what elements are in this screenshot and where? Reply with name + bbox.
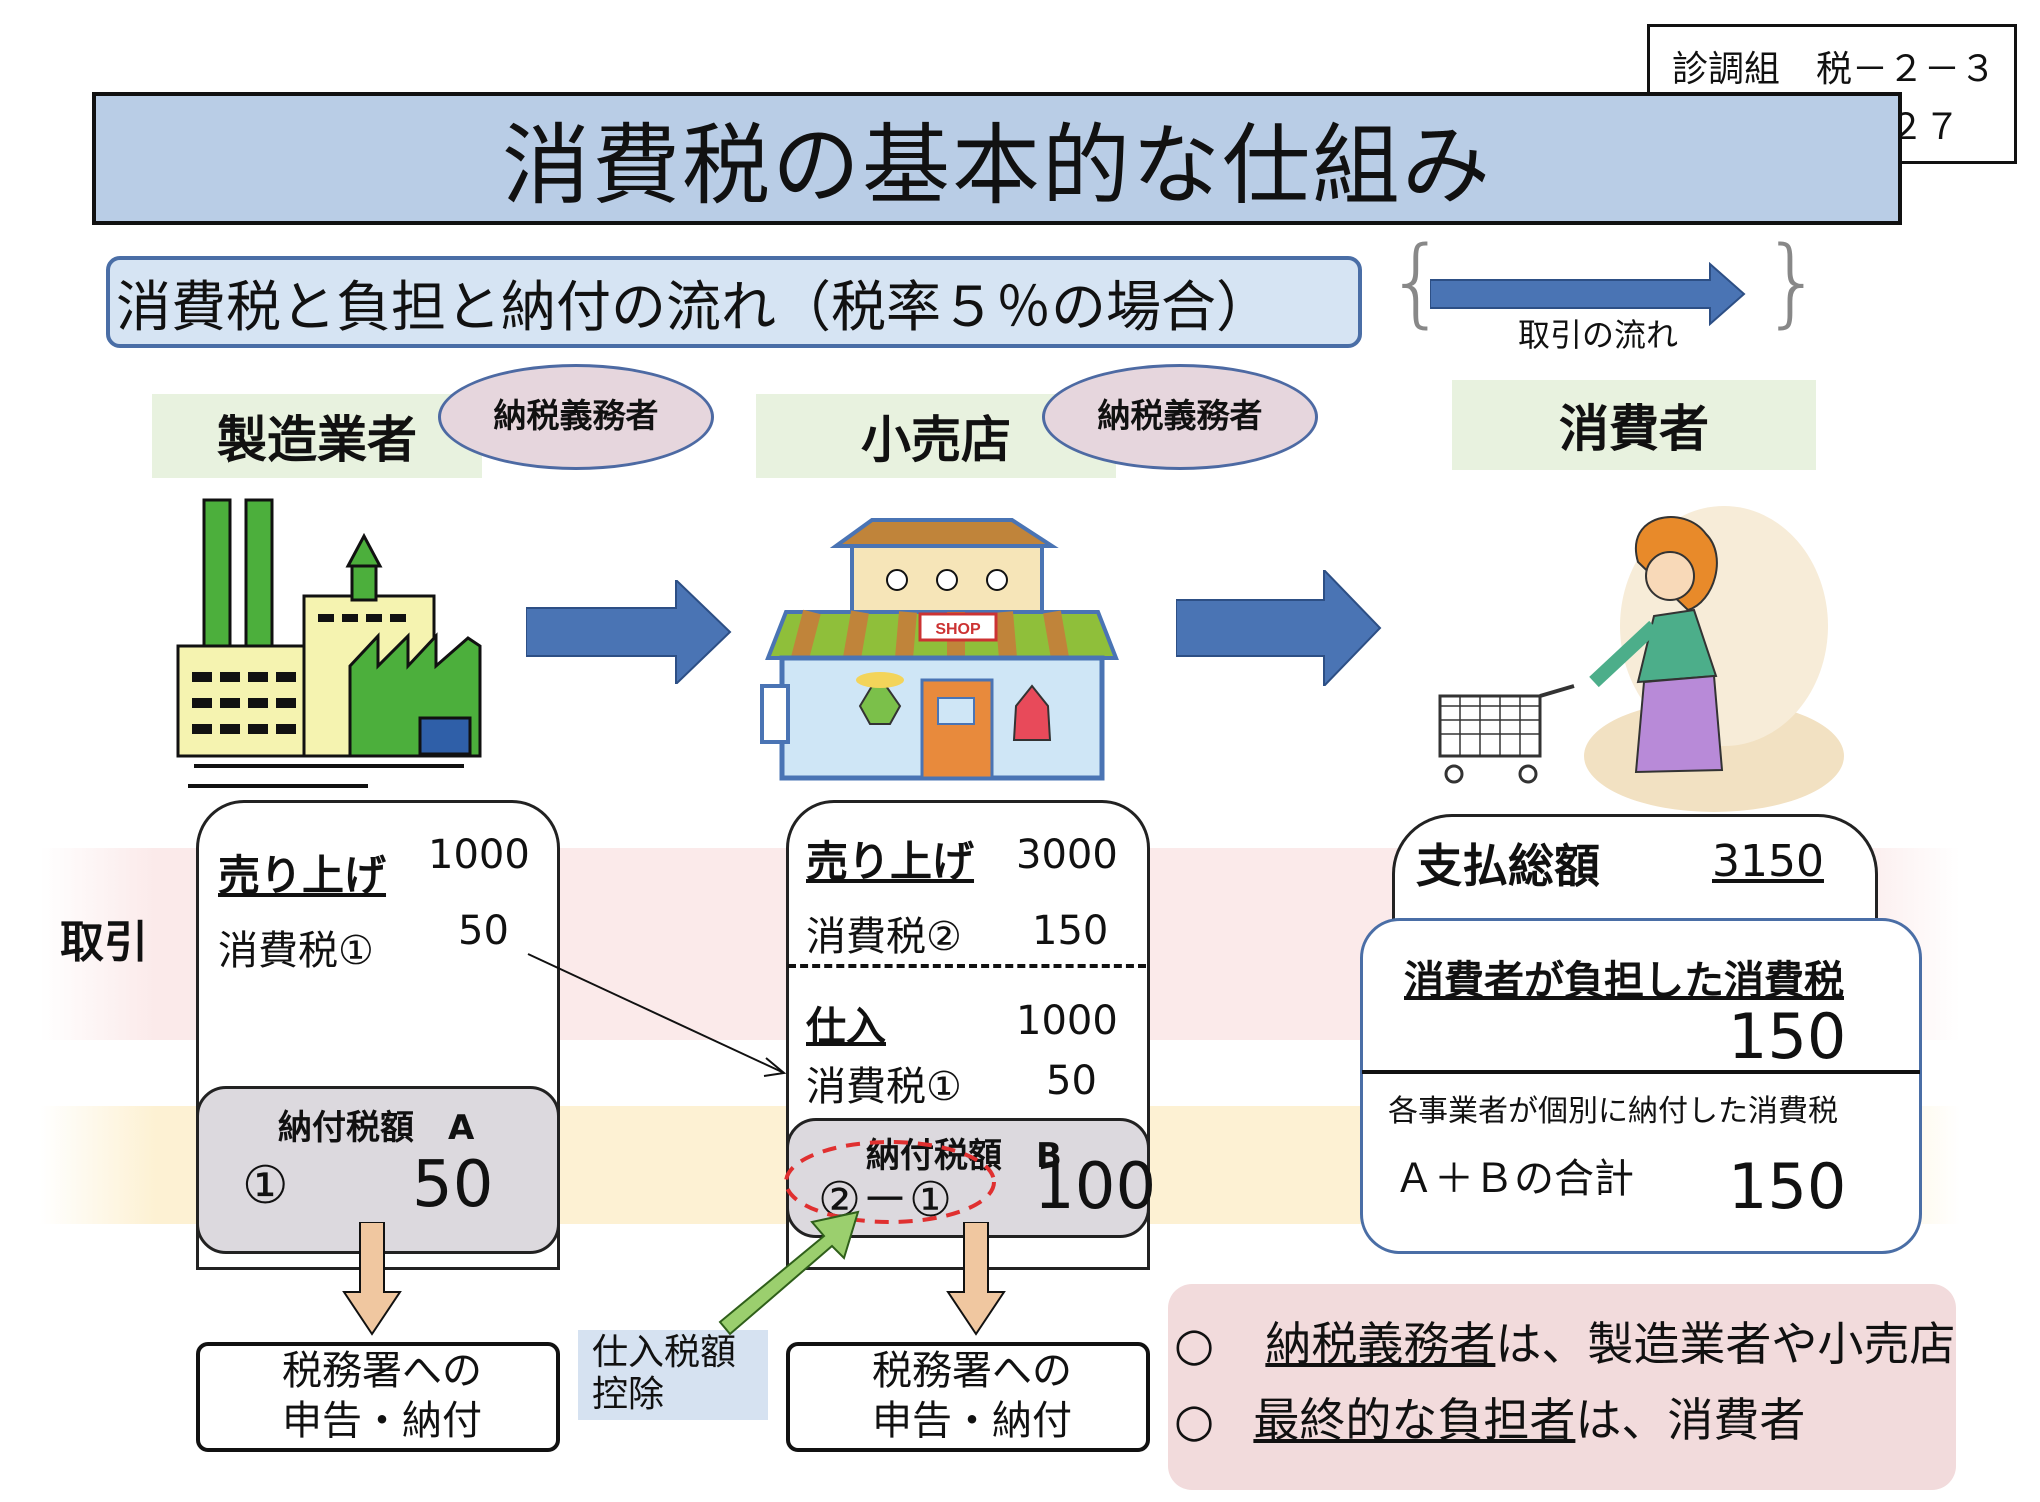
- legend-bracket-right: }: [1762, 226, 1824, 338]
- retailer-purchase-value: 1000: [1016, 998, 1118, 1044]
- highlight-dashed-ellipse: [784, 1140, 996, 1224]
- summary-line-burden: ○ 最終的な負担者は、消費者: [1174, 1384, 1805, 1450]
- summary-rest-taxpayer: は、製造業者や小売店: [1495, 1317, 1956, 1371]
- shop-icon: SHOP: [760, 518, 1119, 781]
- flow-arrow-icon: [526, 580, 732, 684]
- legend-label: 取引の流れ: [1518, 316, 1679, 354]
- consumer-total-value: 3150: [1712, 836, 1824, 887]
- manufacturer-payment-symbol: ①: [242, 1156, 289, 1216]
- input-tax-deduction-label: 仕入税額 控除: [578, 1330, 768, 1420]
- title-banner: [92, 92, 1902, 225]
- summary-term-burden: 最終的な負担者: [1253, 1393, 1576, 1447]
- retailer-divider: [788, 964, 1146, 968]
- retailer-payment-value: 100: [1034, 1150, 1157, 1224]
- manufacturer-payment-value: 50: [412, 1148, 494, 1222]
- document-id-line1: 診調組 税－２－３: [1672, 49, 1997, 90]
- deduction-line2: 控除: [592, 1374, 665, 1415]
- consumer-burden-value: 150: [1728, 1000, 1847, 1073]
- page-title: 消費税の基本的な仕組み: [501, 114, 1492, 217]
- tax-office-line1: 税務署への: [282, 1348, 482, 1394]
- manufacturer-taxpayer-tag: 納税義務者: [438, 364, 714, 470]
- retailer-sales-label: 売り上げ: [806, 837, 975, 886]
- tax-office-box: 税務署への 申告・納付: [786, 1342, 1150, 1452]
- subtitle-banner: 消費税と負担と納付の流れ（税率５％の場合）: [106, 256, 1362, 348]
- businesses-paid-label: 各事業者が個別に納付した消費税: [1388, 1094, 1838, 1129]
- down-arrow-icon: [946, 1222, 1006, 1336]
- manufacturer-payment-title: 納付税額 A: [278, 1108, 475, 1148]
- deduction-line1: 仕入税額: [592, 1332, 737, 1373]
- retailer-tax2-value: 150: [1032, 908, 1109, 954]
- summary-box: [1168, 1284, 1956, 1490]
- retailer-tax2-label: 消費税②: [806, 914, 962, 960]
- sum-ab-label: Ａ＋Ｂの合計: [1394, 1156, 1634, 1202]
- down-arrow-icon: [342, 1222, 402, 1336]
- retailer-taxpayer-tag: 納税義務者: [1042, 364, 1318, 470]
- manufacturer-sales-value: 1000: [428, 832, 530, 878]
- tax-office-line2: 申告・納付: [282, 1398, 482, 1444]
- retailer-tax1-value: 50: [1046, 1058, 1097, 1104]
- consumer-card-divider: [1362, 1070, 1920, 1074]
- consumer-burden-label: 消費者が負担した消費税: [1404, 958, 1844, 1004]
- legend-arrow-icon: [1430, 262, 1746, 326]
- tax-office-line2: 申告・納付: [872, 1398, 1072, 1444]
- consumer-label: 消費者: [1452, 380, 1816, 470]
- deduction-arrow-icon: [718, 1210, 860, 1336]
- manufacturer-tax-value: 50: [458, 908, 509, 954]
- bullet-icon: ○: [1174, 1317, 1215, 1371]
- tax-office-line1: 税務署への: [872, 1348, 1072, 1394]
- retailer-purchase-label: 仕入: [806, 1004, 886, 1050]
- consumer-tax-card: [1360, 918, 1922, 1254]
- bullet-icon: ○: [1174, 1393, 1215, 1447]
- summary-line-taxpayer: ○ 納税義務者は、製造業者や小売店: [1174, 1308, 1955, 1374]
- manufacturer-label: 製造業者: [152, 394, 482, 478]
- sum-ab-value: 150: [1728, 1150, 1847, 1223]
- manufacturer-sales-label: 売り上げ: [218, 851, 387, 900]
- summary-term-taxpayer: 納税義務者: [1265, 1317, 1496, 1371]
- summary-rest-burden: は、消費者: [1575, 1393, 1806, 1447]
- retailer-tax1-label: 消費税①: [806, 1064, 962, 1110]
- retailer-sales-value: 3000: [1016, 832, 1118, 878]
- transaction-row-label: 取引: [60, 917, 148, 968]
- consumer-total-label: 支払総額: [1416, 839, 1600, 893]
- manufacturer-tax-label: 消費税①: [218, 928, 374, 974]
- flow-arrow-icon: [1176, 570, 1382, 686]
- factory-icon: [176, 498, 482, 788]
- tax-office-box: 税務署への 申告・納付: [196, 1342, 560, 1452]
- svg-text:SHOP: SHOP: [935, 621, 981, 638]
- consumer-shopper-icon: [1438, 506, 1844, 812]
- tax-carryover-arrow-icon: [527, 953, 787, 1077]
